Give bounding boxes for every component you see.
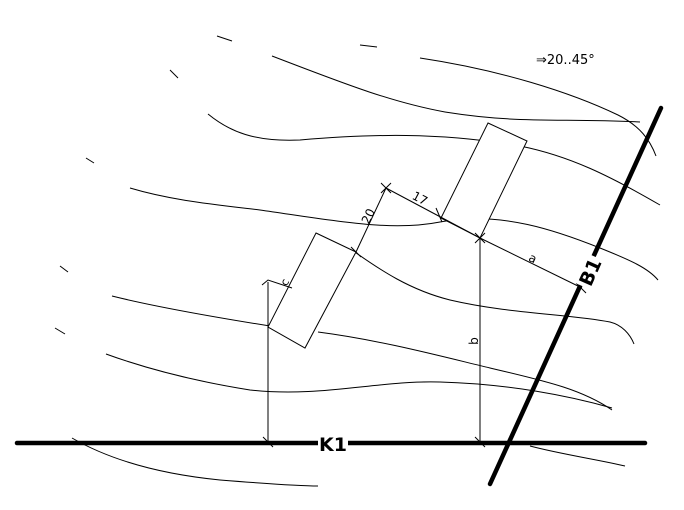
contour-line: [529, 445, 626, 467]
building-upper: [440, 122, 528, 239]
contour-line: [317, 331, 613, 411]
contour-line: [71, 437, 319, 487]
tick-mark: [350, 246, 362, 258]
road-label: K1: [319, 434, 347, 456]
contour-line: [216, 35, 233, 42]
dimension-label-17: 17: [410, 189, 430, 209]
dimension-label-20: 20: [359, 206, 378, 226]
dimension-label-a: a: [526, 251, 539, 267]
contour-line: [59, 265, 69, 273]
dimension-line-20: [355, 187, 387, 253]
dimension-line-17: [385, 187, 481, 239]
contour-line: [129, 187, 659, 281]
contour-line: [271, 55, 641, 123]
contour-line: [207, 113, 661, 206]
contour-line: [105, 353, 613, 409]
contour-line: [169, 69, 179, 79]
contour-lines: [54, 35, 661, 487]
contour-line: [54, 327, 66, 335]
road-label-halo: [318, 431, 348, 455]
buildings: [267, 122, 528, 349]
dimension-line-a: [479, 237, 583, 289]
dimension-line-c: [261, 279, 293, 289]
tick-mark: [435, 207, 443, 223]
dimension-label-b: b: [467, 337, 481, 345]
contour-line: [359, 44, 378, 48]
building-lower: [267, 232, 357, 349]
tick-mark: [474, 232, 486, 244]
boundary-line-b1: [487, 105, 664, 487]
contour-line: [85, 157, 95, 164]
slope-note: ⇒20..45°: [536, 53, 595, 68]
dimension-label-c: c: [278, 277, 292, 288]
contour-line: [351, 249, 635, 345]
contour-line: [111, 295, 271, 327]
tick-mark: [380, 182, 392, 194]
contour-line: [419, 57, 657, 157]
